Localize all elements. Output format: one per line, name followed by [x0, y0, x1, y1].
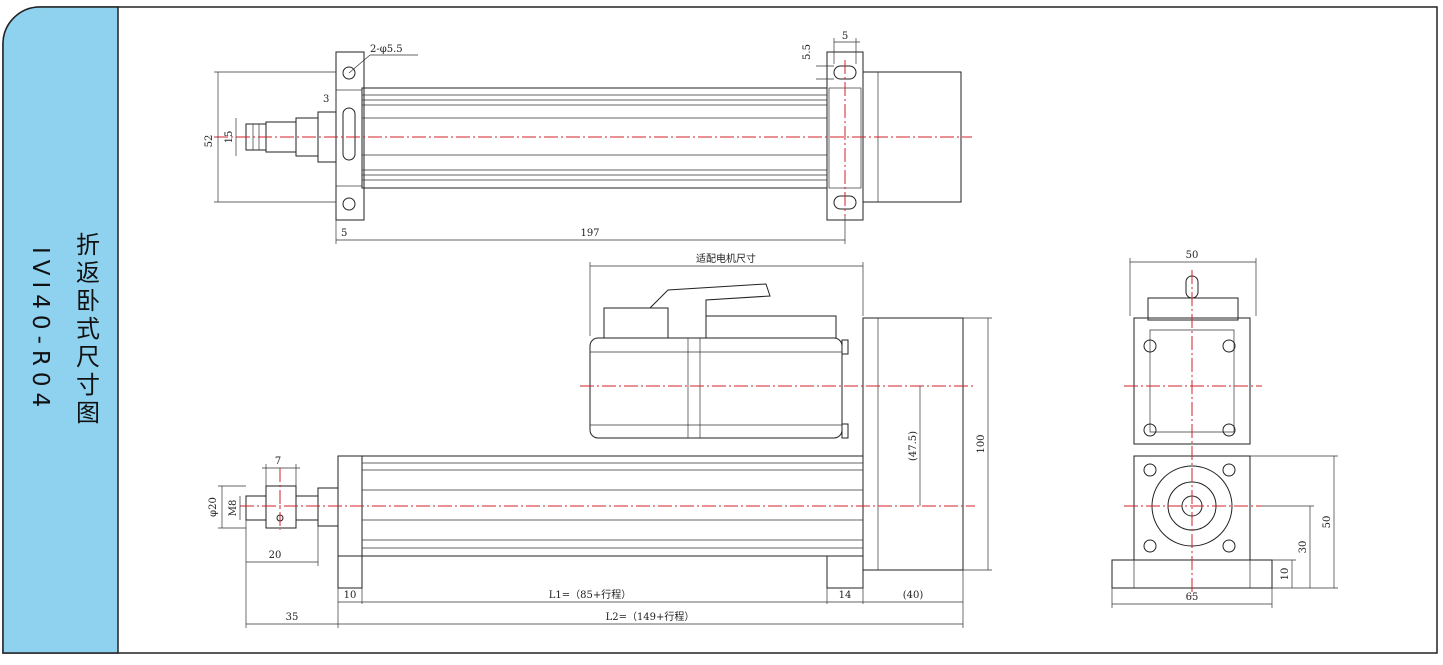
dim-motor: 适配电机尺寸 [696, 252, 756, 265]
dim-foot-left: 10 [344, 590, 357, 601]
drawing-title: 折返卧式尺寸图 [71, 232, 100, 428]
top-view: 52 15 2-φ5.5 3 197 5 5 5.5 [204, 31, 972, 244]
side-tab-fill [2, 6, 119, 654]
dim-top-slot-h: 5.5 [802, 44, 813, 60]
dim-top-slot-w: 5 [842, 31, 848, 42]
dim-nut: 7 [275, 456, 281, 467]
dim-top-rod: 15 [224, 131, 235, 144]
dim-tip: 20 [269, 550, 282, 561]
dim-end-base: 65 [1186, 592, 1199, 603]
dim-l2: L2=（149+行程） [606, 610, 695, 623]
side-tab: 折返卧式尺寸图 IVI40-R04 [3, 7, 118, 653]
dim-offset: (47.5) [908, 431, 919, 461]
dim-end-h30: 30 [1298, 541, 1309, 554]
dim-l1: L1=（85+行程） [549, 588, 632, 601]
side-view: 适配电机尺寸 (47.5) 100 φ20 M8 7 20 10 L1=（85+… [208, 252, 992, 628]
end-view: 50 65 50 30 10 [1111, 250, 1338, 608]
dim-foot-right: 14 [839, 590, 852, 601]
dim-top-length: 197 [580, 228, 599, 239]
dim-top-height: 52 [204, 135, 215, 148]
dim-motor-len: (40) [903, 590, 924, 601]
dim-end-h50: 50 [1322, 516, 1333, 529]
dim-end-top: 50 [1186, 250, 1199, 261]
dim-left: 35 [286, 612, 299, 623]
dim-top-holes: 2-φ5.5 [370, 44, 403, 55]
dim-top-flange: 3 [323, 94, 329, 105]
dim-end-h10: 10 [1280, 568, 1291, 581]
model-number: IVI40-R04 [27, 246, 53, 414]
dim-top-margin: 5 [341, 228, 347, 239]
dim-thread: M8 [228, 500, 239, 517]
dim-rod-dia: φ20 [208, 497, 219, 517]
dim-height: 100 [976, 434, 987, 453]
